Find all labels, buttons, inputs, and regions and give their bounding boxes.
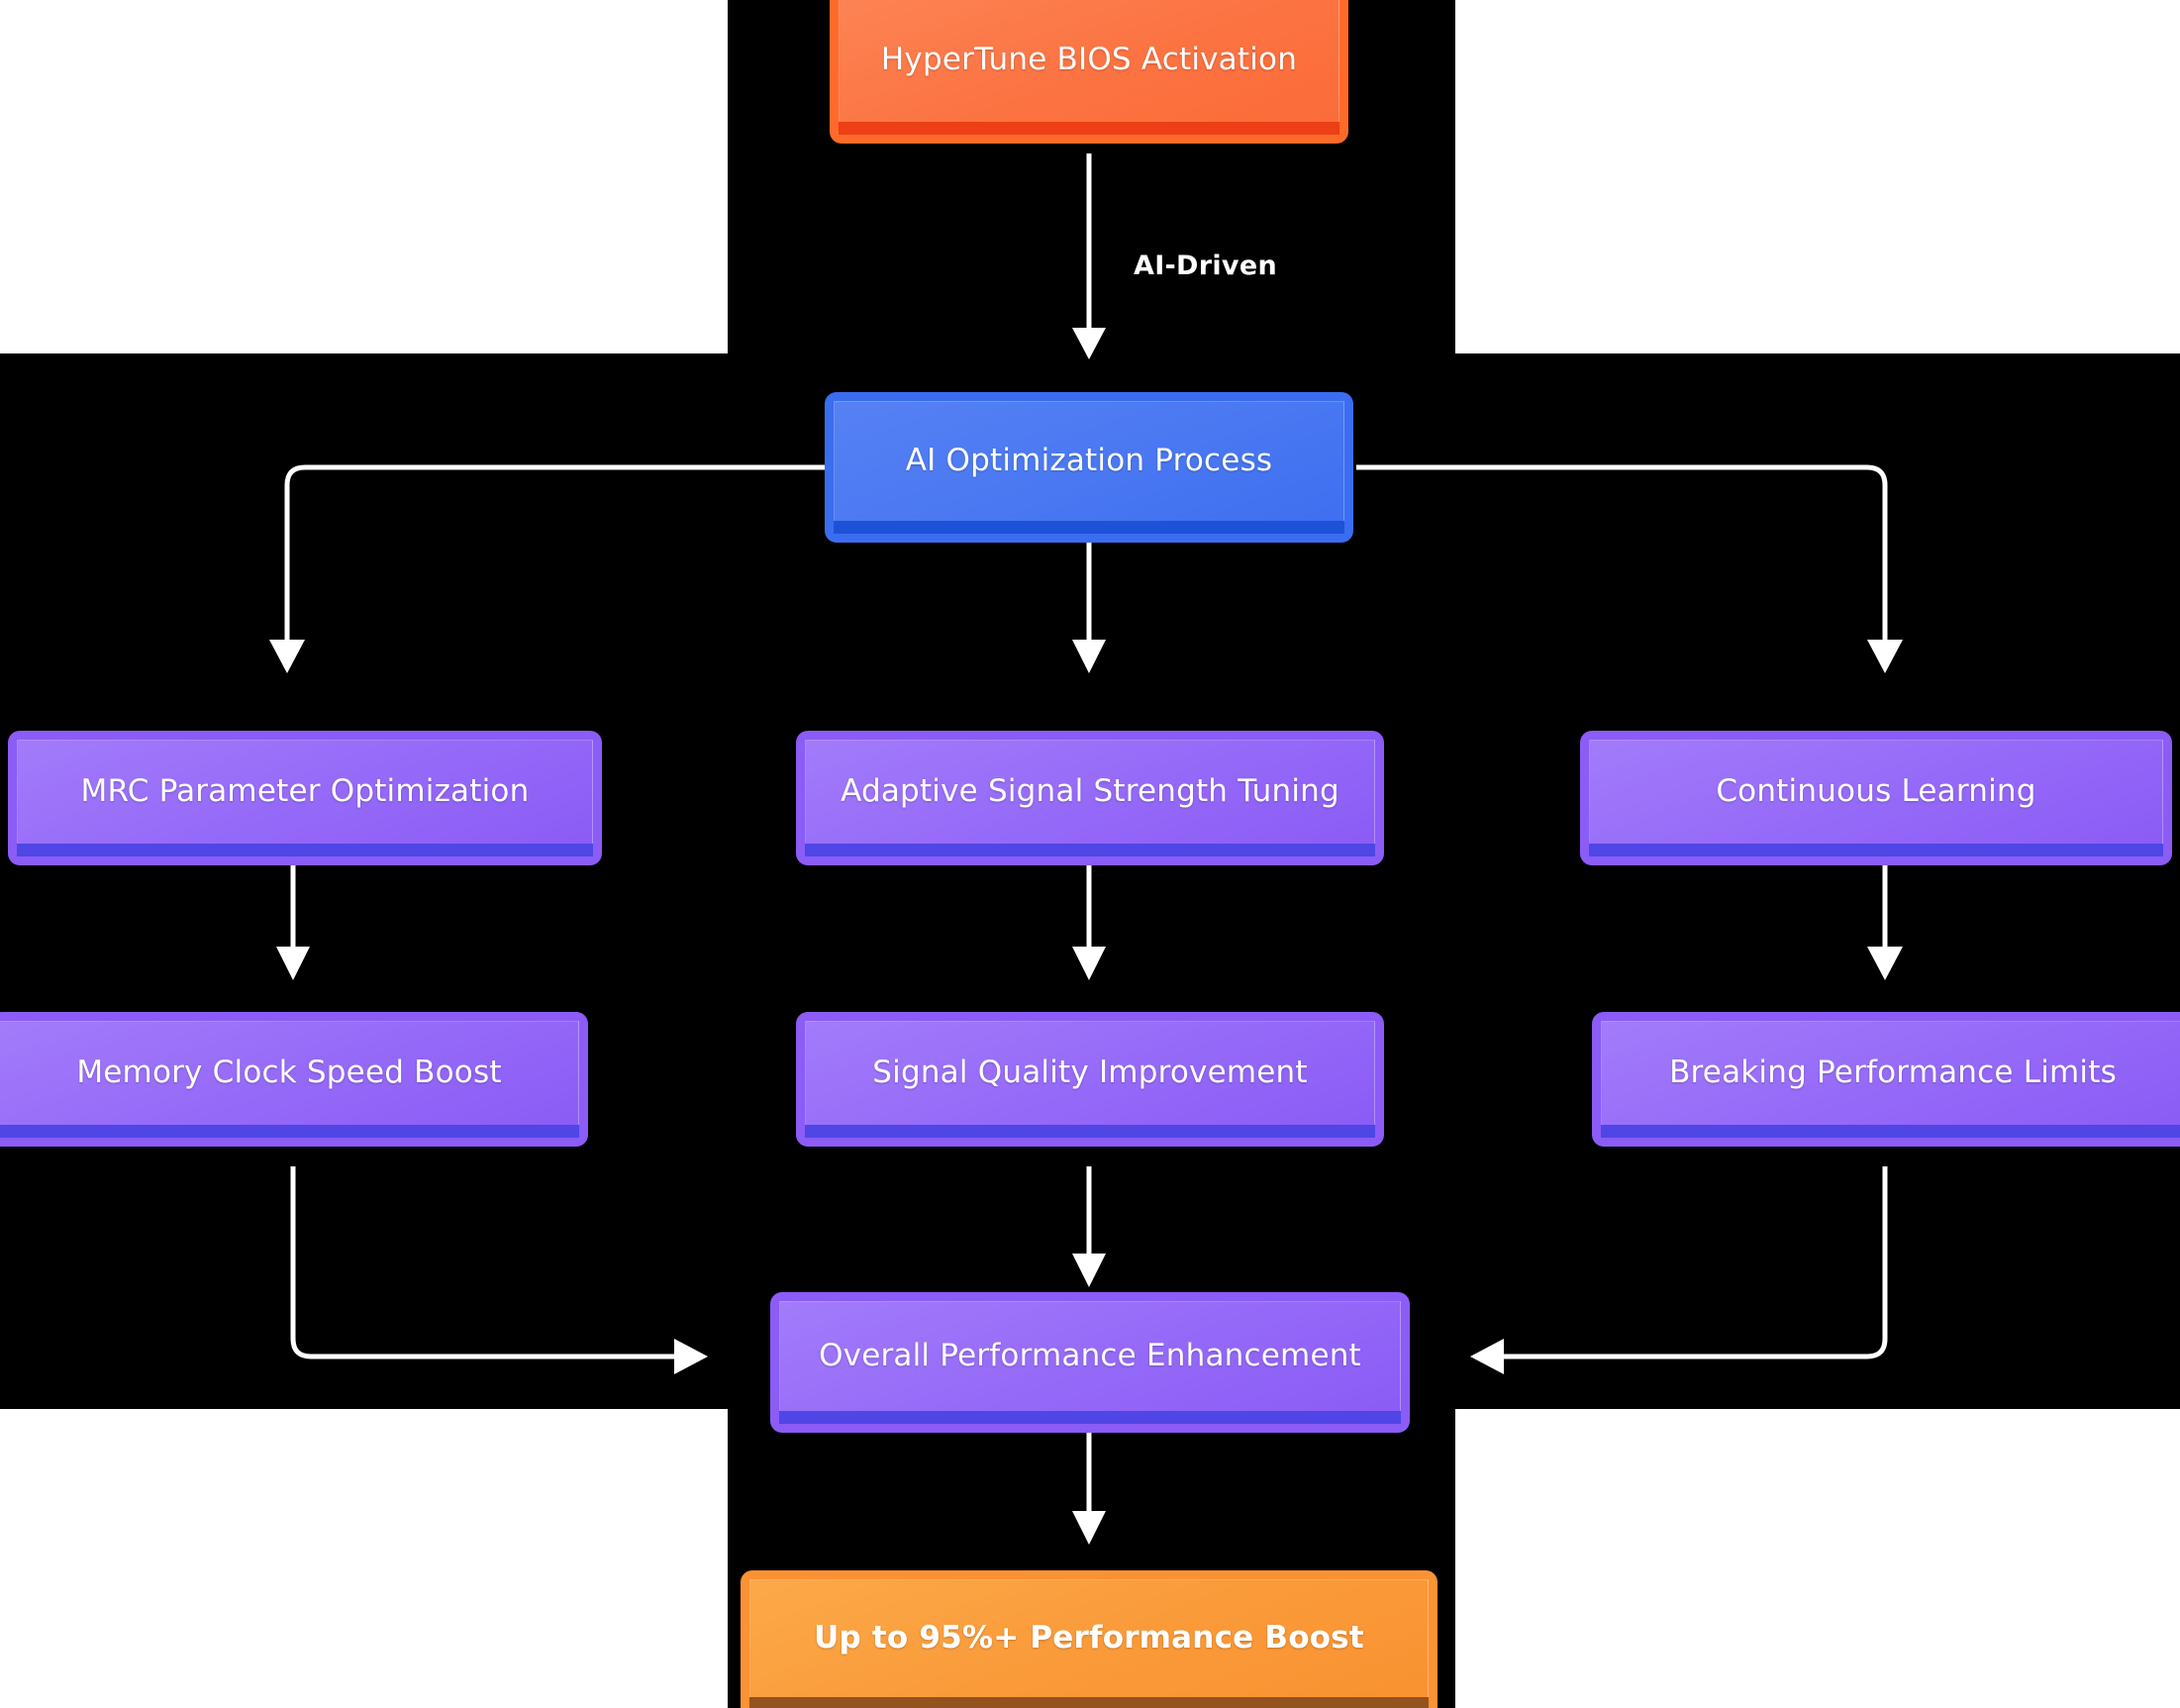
node-accent-bar	[805, 844, 1375, 856]
node-continuous-learning[interactable]: Continuous Learning	[1580, 731, 2172, 865]
node-accent-bar	[1589, 844, 2163, 856]
node-label: Memory Clock Speed Boost	[76, 1055, 502, 1091]
node-inner-panel: AI Optimization Process	[834, 401, 1344, 521]
node-accent-bar	[17, 844, 593, 856]
node-label: Continuous Learning	[1716, 773, 2036, 810]
node-accent-bar	[749, 1697, 1429, 1708]
node-breaking-performance-limits[interactable]: Breaking Performance Limits	[1592, 1012, 2180, 1147]
node-accent-bar	[0, 1125, 579, 1138]
node-signal-quality-improvement[interactable]: Signal Quality Improvement	[796, 1012, 1384, 1147]
node-label: Up to 95%+ Performance Boost	[814, 1620, 1364, 1657]
node-inner-panel: Up to 95%+ Performance Boost	[749, 1579, 1429, 1697]
node-hypertune-bios-activation[interactable]: HyperTune BIOS Activation	[830, 0, 1348, 144]
node-inner-panel: Adaptive Signal Strength Tuning	[805, 740, 1375, 844]
node-overall-performance-enhancement[interactable]: Overall Performance Enhancement	[770, 1292, 1410, 1433]
node-label: MRC Parameter Optimization	[80, 773, 530, 810]
node-label: Breaking Performance Limits	[1669, 1055, 2117, 1091]
node-memory-clock-speed-boost[interactable]: Memory Clock Speed Boost	[0, 1012, 588, 1147]
node-adaptive-signal-strength-tuning[interactable]: Adaptive Signal Strength Tuning	[796, 731, 1384, 865]
node-label: AI Optimization Process	[905, 443, 1273, 479]
node-accent-bar	[839, 122, 1339, 135]
node-inner-panel: Memory Clock Speed Boost	[0, 1021, 579, 1125]
node-inner-panel: Signal Quality Improvement	[805, 1021, 1375, 1125]
node-accent-bar	[834, 521, 1344, 534]
node-inner-panel: Breaking Performance Limits	[1601, 1021, 2180, 1125]
node-accent-bar	[779, 1411, 1401, 1424]
node-accent-bar	[805, 1125, 1375, 1138]
node-label: HyperTune BIOS Activation	[880, 42, 1298, 78]
node-label: Signal Quality Improvement	[872, 1055, 1308, 1091]
node-mrc-parameter-optimization[interactable]: MRC Parameter Optimization	[8, 731, 602, 865]
node-inner-panel: HyperTune BIOS Activation	[839, 0, 1339, 122]
node-performance-boost-outcome[interactable]: Up to 95%+ Performance Boost	[741, 1570, 1437, 1708]
node-inner-panel: Continuous Learning	[1589, 740, 2163, 844]
node-label: Overall Performance Enhancement	[819, 1338, 1361, 1374]
node-inner-panel: Overall Performance Enhancement	[779, 1301, 1401, 1411]
node-accent-bar	[1601, 1125, 2180, 1138]
node-label: Adaptive Signal Strength Tuning	[841, 773, 1339, 810]
node-inner-panel: MRC Parameter Optimization	[17, 740, 593, 844]
edge-label-ai-driven: AI-Driven	[1134, 251, 1277, 281]
node-ai-optimization-process[interactable]: AI Optimization Process	[825, 392, 1353, 543]
